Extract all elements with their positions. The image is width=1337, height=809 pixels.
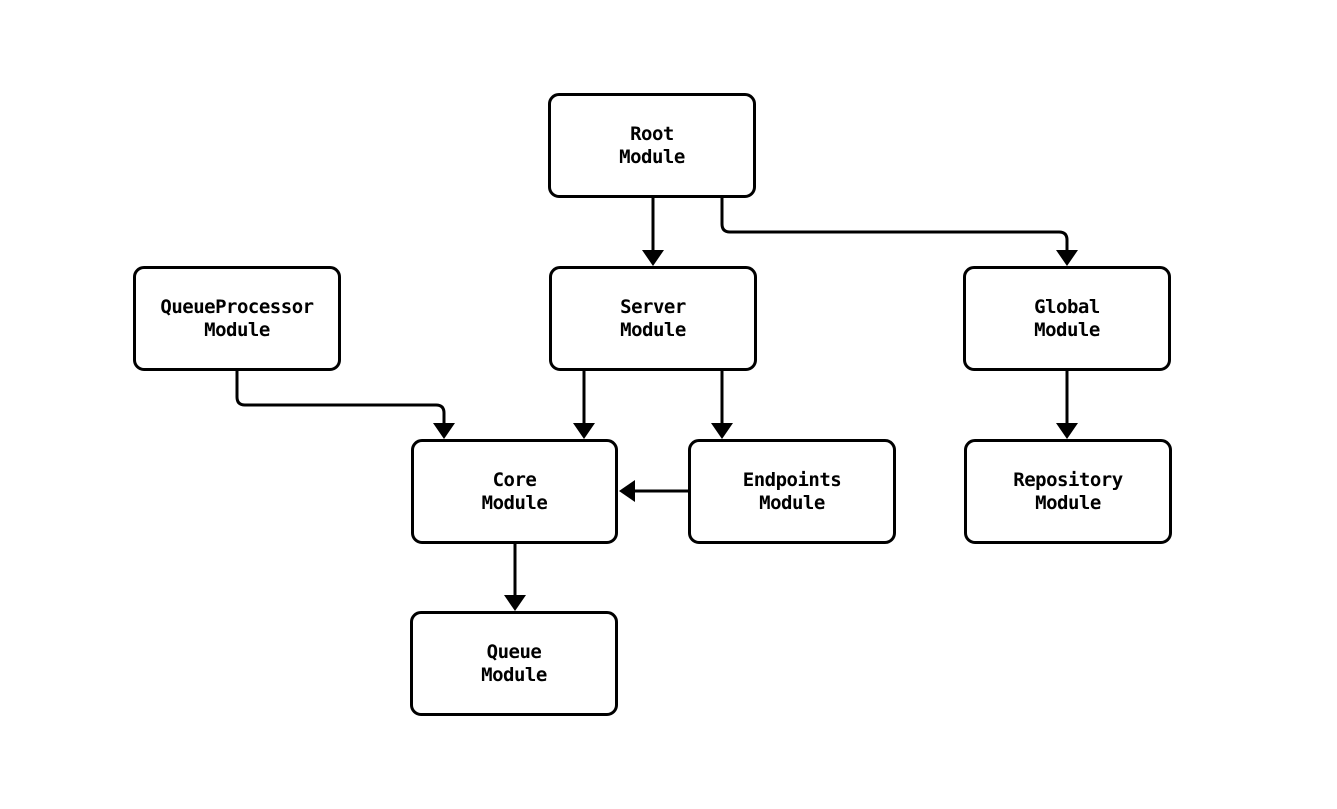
edge-root-module-to-global-module <box>720 198 1069 254</box>
node-root-module: Root Module <box>548 93 756 198</box>
node-label-server-module: Server Module <box>620 295 686 341</box>
node-server-module: Server Module <box>549 266 757 371</box>
node-label-endpoints-module: Endpoints Module <box>742 468 842 514</box>
node-label-core-module: Core Module <box>481 468 548 514</box>
node-label-global-module: Global Module <box>1034 295 1100 341</box>
arrowhead-root-module-to-server-module <box>642 250 664 266</box>
node-core-module: Core Module <box>411 439 618 544</box>
arrowhead-endpoints-module-to-core-module <box>619 480 635 502</box>
node-endpoints-module: Endpoints Module <box>688 439 896 544</box>
node-queueprocessor-module: QueueProcessor Module <box>133 266 341 371</box>
arrowhead-core-module-to-queue-module <box>504 595 526 611</box>
node-label-queue-module: Queue Module <box>481 640 547 686</box>
node-global-module: Global Module <box>963 266 1171 371</box>
arrowhead-root-module-to-global-module <box>1056 250 1078 266</box>
edge-queueprocessor-module-to-core-module <box>235 371 446 427</box>
node-label-queueprocessor-module: QueueProcessor Module <box>160 295 314 341</box>
arrowhead-queueprocessor-module-to-core-module <box>433 423 455 439</box>
arrowhead-global-module-to-repository-module <box>1056 423 1078 439</box>
node-queue-module: Queue Module <box>410 611 618 716</box>
node-label-repository-module: Repository Module <box>1013 468 1123 514</box>
arrowhead-server-module-to-core-module <box>573 423 595 439</box>
node-label-root-module: Root Module <box>619 122 685 168</box>
node-repository-module: Repository Module <box>964 439 1172 544</box>
arrowhead-server-module-to-endpoints-module <box>711 423 733 439</box>
